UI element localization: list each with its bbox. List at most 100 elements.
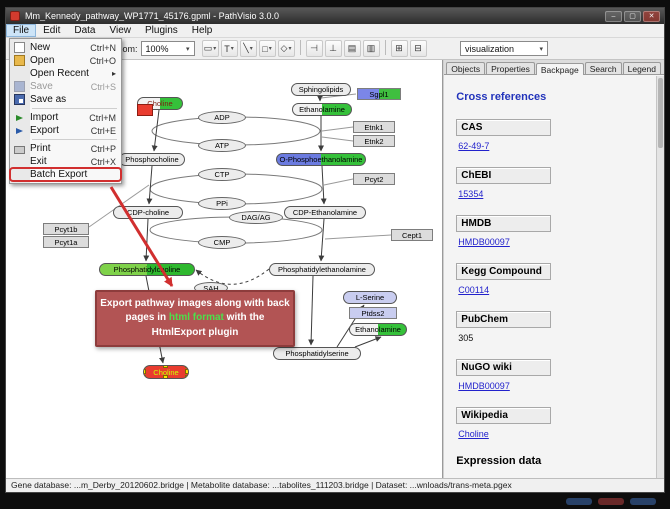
panel-scrollbar-thumb[interactable] (658, 78, 663, 148)
pathway-node-ethanolamine[interactable]: Ethanolamine (349, 323, 407, 336)
pathway-node-l-serine[interactable]: L-Serine (343, 291, 397, 304)
menu-edit[interactable]: Edit (43, 25, 61, 36)
menu-view[interactable]: View (109, 25, 131, 36)
pathway-node-pcyt1b[interactable]: Pcyt1b (43, 223, 89, 235)
tab-properties[interactable]: Properties (486, 62, 535, 74)
app-window: Mm_Kennedy_pathway_WP1771_45176.gpml - P… (5, 7, 665, 493)
panel-scrollbar[interactable] (656, 76, 664, 478)
pathway-node-atp[interactable]: ATP (198, 139, 246, 152)
align-vertical-button[interactable]: ⊥ (324, 40, 342, 57)
pathway-node-expression-box[interactable] (137, 104, 153, 116)
save-icon (14, 81, 25, 92)
file-menu-item-save-as[interactable]: Save as (10, 93, 121, 106)
selection-handle[interactable] (163, 366, 168, 368)
maximize-button[interactable]: ▢ (624, 10, 641, 22)
pathway-node-pcyt1a[interactable]: Pcyt1a (43, 236, 89, 248)
selection-handle[interactable] (185, 369, 188, 374)
pathway-node-ptdss2[interactable]: Ptdss2 (349, 307, 397, 319)
menu-help[interactable]: Help (191, 25, 213, 36)
pathway-node-ctp[interactable]: CTP (198, 168, 246, 181)
pathway-node-etnk1[interactable]: Etnk1 (353, 121, 395, 133)
close-button[interactable]: ✕ (643, 10, 660, 22)
pathway-node-phosphatidylcholine[interactable]: Phosphatidylcholine (99, 263, 195, 276)
selection-handle[interactable] (185, 375, 188, 378)
backpage-link[interactable]: HMDB00097 (458, 237, 510, 247)
selection-handle[interactable] (144, 366, 146, 368)
pathway-node-pcyt2[interactable]: Pcyt2 (353, 173, 395, 185)
backpage-link[interactable]: HMDB00097 (458, 381, 510, 391)
file-menu-item-batch-export[interactable]: Batch Export (9, 167, 122, 182)
tab-backpage[interactable]: Backpage (535, 63, 584, 75)
backpage-link[interactable]: 62-49-7 (458, 141, 490, 151)
callout-line-3: HtmlExport plugin (151, 326, 239, 338)
frame-decorations (566, 498, 656, 505)
zoom-combobox[interactable]: 100% (140, 41, 195, 56)
menubar: File Edit Data View Plugins Help (6, 24, 664, 38)
backpage-link[interactable]: 15354 (458, 189, 484, 199)
menu-file[interactable]: File (6, 24, 37, 37)
zoom-value: 100% (145, 43, 169, 54)
tab-legend[interactable]: Legend (622, 62, 661, 74)
pathway-node-sphingolipids[interactable]: Sphingolipids (291, 83, 351, 96)
backpage-link[interactable]: Choline (458, 429, 489, 439)
pathway-node-cmp[interactable]: CMP (198, 236, 246, 249)
stack-horizontal-button[interactable]: ⊞ (390, 40, 408, 57)
align-horizontal-button[interactable]: ⊣ (305, 40, 323, 57)
selection-handle[interactable] (185, 366, 188, 368)
menu-item-shortcut: Ctrl+N (90, 42, 116, 53)
pathway-node-sgpl1[interactable]: Sgpl1 (357, 88, 401, 100)
pathway-node-phosphatidylserine[interactable]: Phosphatidylserine (273, 347, 361, 360)
shape-tool-button[interactable]: □▾ (258, 40, 276, 57)
pathway-node-etnk2[interactable]: Etnk2 (353, 135, 395, 147)
menu-item-label: Batch Export (30, 169, 88, 180)
datanode-tool-button[interactable]: ▭▾ (201, 40, 219, 57)
menu-plugins[interactable]: Plugins (144, 25, 178, 36)
dropdown-caret-icon: ▾ (230, 46, 234, 52)
pathway-node-phosphocholine[interactable]: Phosphocholine (119, 153, 185, 166)
backpage-link[interactable]: C00114 (458, 285, 490, 295)
pathway-node-cept1[interactable]: Cept1 (391, 229, 433, 241)
selection-handle[interactable] (144, 375, 146, 378)
stack-vertical-button[interactable]: ⊟ (409, 40, 427, 57)
pathway-node-ppi[interactable]: PPi (198, 197, 246, 210)
label-tool-button[interactable]: T▾ (220, 40, 238, 57)
pathway-node-ethanolamine[interactable]: Ethanolamine (292, 103, 352, 116)
dropdown-caret-icon: ▾ (249, 46, 253, 52)
frame-widget-icon (598, 498, 624, 505)
visualization-combobox[interactable]: visualization (460, 41, 548, 56)
tab-objects[interactable]: Objects (446, 62, 486, 74)
pathway-node-dag-ag[interactable]: DAG/AG (229, 211, 283, 224)
pathway-node-cdp-ethanolamine[interactable]: CDP-Ethanolamine (284, 206, 366, 219)
backpage-section-header: NuGO wiki (456, 359, 552, 376)
pathway-node-cdp-choline[interactable]: CDP-choline (113, 206, 183, 219)
selection-handle[interactable] (163, 375, 168, 378)
tab-search[interactable]: Search (584, 62, 622, 74)
import-icon (14, 112, 25, 123)
selection-handle[interactable] (144, 369, 146, 374)
window-title: Mm_Kennedy_pathway_WP1771_45176.gpml - P… (25, 11, 279, 21)
line-tool-button[interactable]: ╲▾ (239, 40, 257, 57)
pathway-node-phosphatidylethanolamine[interactable]: Phosphatidylethanolamine (269, 263, 375, 276)
file-menu-item-open-recent[interactable]: Open Recent (10, 67, 121, 80)
minimize-button[interactable]: – (605, 10, 622, 22)
backpage-section-header: Wikipedia (456, 407, 552, 424)
pathway-node-o-phosphoethanolamine[interactable]: O-Phosphoethanolamine (276, 153, 366, 166)
distribute-horizontal-button[interactable]: ▤ (343, 40, 361, 57)
distribute-vertical-button[interactable]: ▥ (362, 40, 380, 57)
expression-data-heading: Expression data (456, 455, 542, 467)
template-tool-button[interactable]: ◇▾ (277, 40, 295, 57)
toolbar: ▯▱▣ Zoom: 100% ▭▾T▾╲▾□▾◇▾⊣⊥▤▥⊞⊟ visualiz… (6, 38, 664, 60)
pathway-node-choline[interactable]: Choline (143, 365, 189, 379)
menu-data[interactable]: Data (74, 25, 96, 36)
pathway-node-adp[interactable]: ADP (198, 111, 246, 124)
print-icon (14, 145, 25, 154)
